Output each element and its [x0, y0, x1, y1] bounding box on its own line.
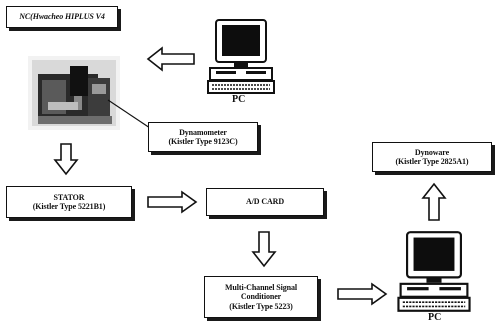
dynamometer-label: Dynamometer — [179, 127, 227, 137]
computer-icon — [397, 231, 471, 312]
hollow-arrow — [146, 46, 195, 72]
dynoware-box: Dynoware (Kistler Type 2825A1) — [372, 142, 492, 172]
dynoware-model: (Kistler Type 2825A1) — [395, 157, 469, 166]
conditioner-line2: Conditioner — [240, 292, 282, 302]
machine-tool-photo — [28, 56, 120, 130]
ad-card-label: A/D CARD — [245, 197, 285, 207]
connector-line — [107, 99, 151, 129]
hollow-arrow — [147, 190, 198, 214]
conditioner-line1: Multi-Channel Signal — [224, 283, 298, 293]
hollow-arrow — [421, 182, 447, 221]
computer-icon — [207, 19, 275, 94]
hollow-arrow — [251, 231, 277, 268]
dynamometer-model: (Kistler Type 9123C) — [168, 137, 238, 146]
hollow-arrow — [337, 282, 388, 306]
pc-top-label: PC — [232, 94, 246, 105]
stator-label: STATOR — [53, 192, 85, 202]
dynamometer-box: Dynamometer (Kistler Type 9123C) — [148, 122, 258, 152]
hollow-arrow — [53, 143, 79, 176]
signal-conditioner-box: Multi-Channel Signal Conditioner (Kistle… — [204, 276, 318, 318]
conditioner-model: (Kistler Type 5223) — [229, 301, 293, 311]
stator-box: STATOR (Kistler Type 5221B1) — [6, 186, 132, 218]
stator-model: (Kistler Type 5221B1) — [32, 202, 106, 211]
pc-bottom-label: PC — [428, 312, 442, 323]
ad-card-box: A/D CARD — [206, 188, 324, 216]
nc-controller-label: NC(Hwacheo HIPLUS V4 — [19, 12, 105, 22]
dynoware-label: Dynoware — [414, 147, 450, 157]
nc-controller-box: NC(Hwacheo HIPLUS V4 — [6, 6, 118, 28]
